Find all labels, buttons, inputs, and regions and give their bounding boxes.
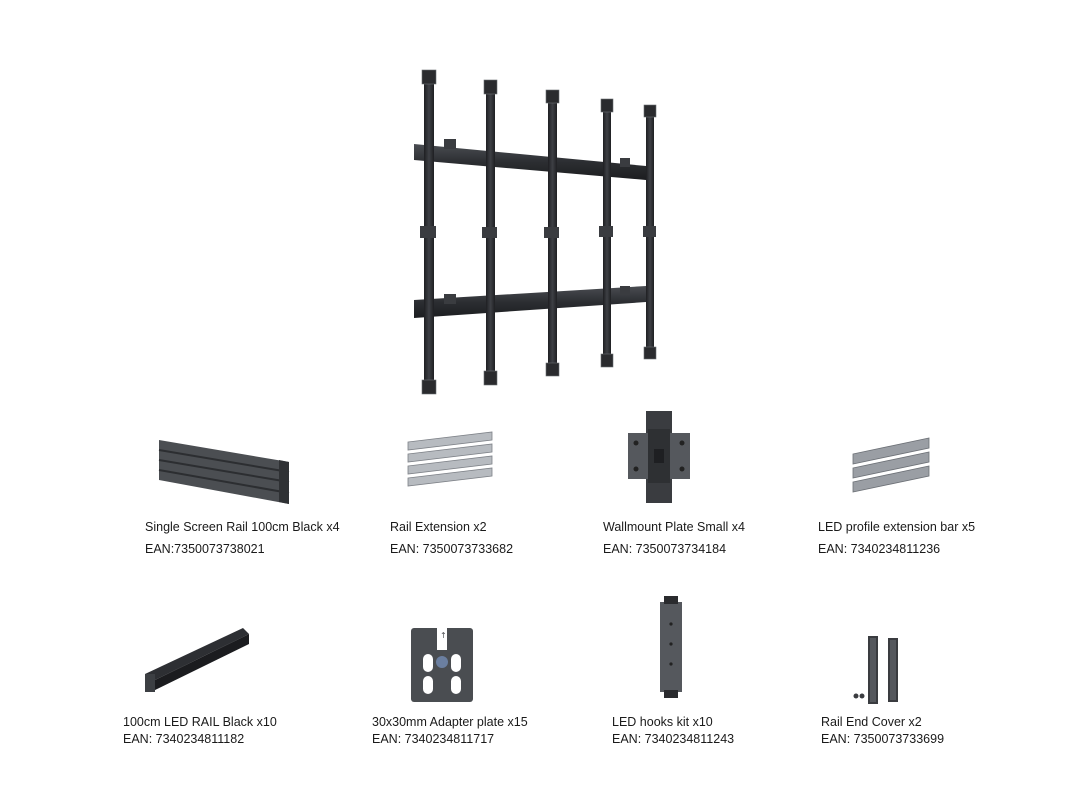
item-6-name: 30x30mm Adapter plate x15 [372, 715, 528, 729]
item-1-name: Single Screen Rail 100cm Black x4 [145, 520, 340, 534]
item-2-name: Rail Extension x2 [390, 520, 487, 534]
item-5-ean: EAN: 7340234811182 [123, 732, 245, 746]
item-7-ean: EAN: 7340234811243 [612, 732, 735, 746]
item-4-ean: EAN: 7340234811236 [818, 542, 941, 556]
item-8-ean: EAN: 7350073733699 [821, 732, 945, 746]
led-wall-mount-assembly-drawing [414, 69, 657, 395]
item-3-name: Wallmount Plate Small x4 [603, 520, 745, 534]
item-8-name: Rail End Cover x2 [821, 715, 922, 729]
item-3-ean: EAN: 7350073734184 [603, 542, 727, 556]
item-7-name: LED hooks kit x10 [612, 715, 713, 729]
item-2-ean: EAN: 7350073733682 [390, 542, 514, 556]
svg-text:↑: ↑ [440, 631, 447, 640]
item-4-name: LED profile extension bar x5 [818, 520, 976, 534]
led-wall-mount-assembly-image [400, 62, 670, 402]
item-6-ean: EAN: 7340234811717 [372, 732, 495, 746]
item-1-ean: EAN:7350073738021 [145, 542, 265, 556]
item-5-name: 100cm LED RAIL Black x10 [123, 715, 277, 729]
